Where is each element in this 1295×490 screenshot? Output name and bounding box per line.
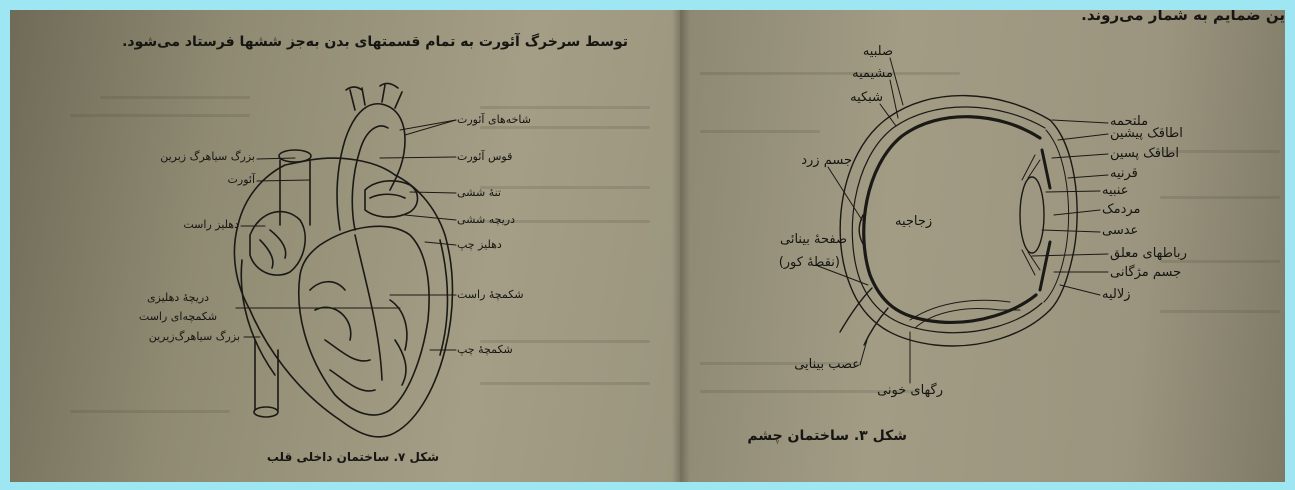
label-aqueous: زلالیه (1102, 287, 1131, 302)
label-ciliary-body: جسم مژگانی (1110, 265, 1181, 280)
eye-figure-caption: شکل ۳. ساختمان چشم (747, 428, 907, 444)
heart-figure-caption: شکل ۷. ساختمان داخلی قلب (267, 450, 439, 464)
label-choroid: مشیمیه (852, 66, 893, 81)
label-superior-vena-cava: بزرگ سیاهرگ زبرین (160, 150, 255, 163)
label-right-ventricle: شکمچهٔ راست (457, 288, 524, 301)
label-blind-spot: (نقطهٔ کور) (779, 255, 840, 270)
label-aortic-branches: شاخه‌های آئورت (457, 113, 531, 126)
label-macula: جسم زرد (801, 153, 852, 168)
label-sclera: صلبیه (863, 44, 893, 59)
label-blood-vessels: رگهای خونی (877, 383, 943, 398)
label-iris: عنبیه (1102, 183, 1129, 198)
left-page-header: توسط سرخرگ آئورت به تمام قسمتهای بدن به‌… (122, 34, 628, 50)
label-retina: شبکیه (850, 90, 883, 105)
label-optic-nerve: عصب بینایی (794, 357, 860, 372)
label-pupil: مردمک (1102, 202, 1141, 217)
label-pulmonary-valve: دریچه ششی (457, 213, 515, 226)
book-photo: توسط سرخرگ آئورت به تمام قسمتهای بدن به‌… (10, 10, 1285, 482)
label-anterior-chamber: اطاقک پیشین (1110, 126, 1183, 141)
right-page-header: ین ضمایم به شمار می‌روند. (1081, 10, 1285, 24)
label-lens: عدسی (1102, 223, 1138, 238)
label-optic-disc: صفحهٔ بینائی (780, 232, 847, 247)
label-suspensory-ligaments: رباطهای معلق (1110, 246, 1187, 261)
label-vitreous: زجاجیه (895, 214, 932, 229)
label-right-atrium: دهلیز راست (183, 218, 239, 231)
label-inferior-vena-cava: بزرگ سیاهرگ‌زیرین (149, 330, 240, 343)
label-aortic-arch: قوس آئورت (457, 150, 512, 163)
label-tricuspid-valve: دریچهٔ دهلیزی شکمچه‌ای راست (123, 288, 233, 326)
label-cornea: قرنیه (1110, 166, 1138, 181)
label-left-ventricle: شکمچهٔ چپ (457, 343, 513, 356)
eye-drawing (840, 96, 1077, 346)
label-pulmonary-trunk: تنهٔ ششی (457, 186, 501, 199)
label-left-atrium: دهلیز چپ (457, 238, 502, 251)
label-aorta: آئورت (228, 173, 255, 186)
heart-drawing (234, 83, 452, 436)
anatomy-drawings (10, 10, 1285, 482)
label-posterior-chamber: اطاقک پسین (1110, 146, 1179, 161)
heart-leader-lines (236, 120, 456, 350)
